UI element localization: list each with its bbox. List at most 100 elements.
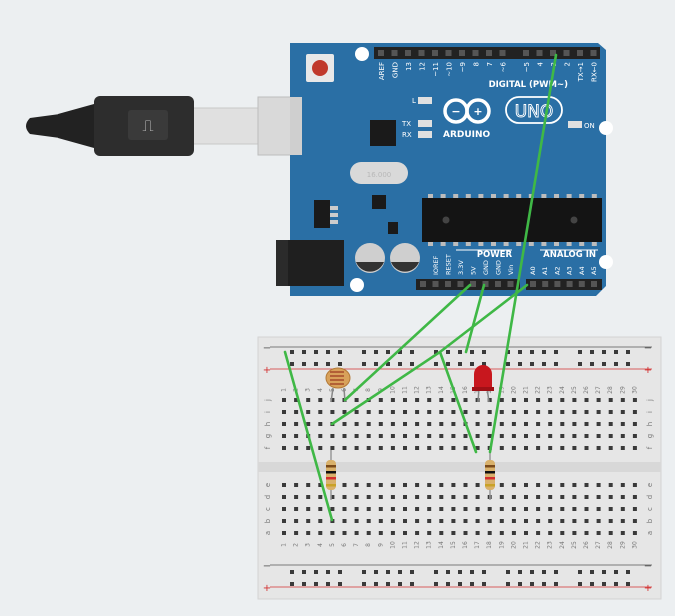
- header-pin[interactable]: [554, 281, 561, 287]
- breadboard-hole[interactable]: [390, 446, 395, 450]
- breadboard-hole[interactable]: [282, 422, 286, 426]
- header-pin[interactable]: [459, 50, 465, 56]
- breadboard-hole[interactable]: [518, 582, 522, 586]
- breadboard-hole[interactable]: [290, 362, 294, 366]
- breadboard-hole[interactable]: [354, 519, 359, 523]
- breadboard-hole[interactable]: [302, 362, 306, 366]
- breadboard-hole[interactable]: [366, 446, 371, 450]
- breadboard-hole[interactable]: [626, 582, 630, 586]
- header-pin[interactable]: [507, 281, 514, 287]
- breadboard-hole[interactable]: [403, 531, 407, 535]
- breadboard-hole[interactable]: [378, 398, 383, 402]
- breadboard-hole[interactable]: [374, 362, 378, 366]
- header-pin[interactable]: [418, 50, 425, 56]
- breadboard-hole[interactable]: [620, 446, 625, 450]
- breadboard-hole[interactable]: [415, 398, 420, 402]
- breadboard-hole[interactable]: [390, 422, 395, 426]
- breadboard-hole[interactable]: [620, 434, 625, 438]
- breadboard-hole[interactable]: [530, 582, 534, 586]
- breadboard[interactable]: −−++−−++ 1122334455667788991010111112121…: [257, 336, 662, 600]
- breadboard-hole[interactable]: [511, 446, 516, 450]
- breadboard-hole[interactable]: [602, 362, 606, 366]
- breadboard-hole[interactable]: [390, 495, 395, 499]
- breadboard-hole[interactable]: [548, 398, 553, 402]
- breadboard-hole[interactable]: [542, 350, 546, 354]
- header-pin[interactable]: [495, 281, 501, 287]
- breadboard-hole[interactable]: [482, 350, 486, 354]
- breadboard-hole[interactable]: [536, 410, 541, 414]
- breadboard-hole[interactable]: [632, 531, 637, 535]
- breadboard-hole[interactable]: [410, 362, 414, 366]
- breadboard-hole[interactable]: [330, 410, 335, 414]
- breadboard-hole[interactable]: [338, 570, 342, 574]
- breadboard-hole[interactable]: [596, 483, 601, 487]
- breadboard-hole[interactable]: [499, 446, 504, 450]
- breadboard-hole[interactable]: [386, 350, 390, 354]
- breadboard-hole[interactable]: [314, 362, 318, 366]
- breadboard-hole[interactable]: [602, 570, 606, 574]
- breadboard-hole[interactable]: [626, 362, 630, 366]
- breadboard-hole[interactable]: [548, 422, 553, 426]
- breadboard-hole[interactable]: [282, 531, 286, 535]
- breadboard-hole[interactable]: [475, 446, 480, 450]
- header-pin[interactable]: [420, 281, 426, 287]
- breadboard-hole[interactable]: [487, 422, 492, 426]
- breadboard-hole[interactable]: [342, 483, 347, 487]
- breadboard-hole[interactable]: [506, 362, 510, 366]
- breadboard-hole[interactable]: [463, 410, 468, 414]
- breadboard-hole[interactable]: [458, 570, 462, 574]
- breadboard-hole[interactable]: [608, 398, 613, 402]
- breadboard-hole[interactable]: [410, 570, 414, 574]
- breadboard-hole[interactable]: [403, 434, 407, 438]
- breadboard-hole[interactable]: [632, 446, 637, 450]
- breadboard-hole[interactable]: [330, 531, 335, 535]
- red-led[interactable]: [472, 365, 494, 403]
- breadboard-hole[interactable]: [306, 507, 311, 511]
- breadboard-hole[interactable]: [318, 495, 323, 499]
- breadboard-hole[interactable]: [446, 582, 450, 586]
- breadboard-hole[interactable]: [294, 531, 299, 535]
- breadboard-hole[interactable]: [282, 410, 286, 414]
- breadboard-hole[interactable]: [294, 519, 299, 523]
- breadboard-hole[interactable]: [427, 519, 432, 523]
- breadboard-hole[interactable]: [463, 507, 468, 511]
- breadboard-hole[interactable]: [584, 495, 589, 499]
- breadboard-hole[interactable]: [554, 350, 558, 354]
- breadboard-hole[interactable]: [354, 398, 359, 402]
- breadboard-hole[interactable]: [434, 362, 438, 366]
- breadboard-hole[interactable]: [499, 531, 504, 535]
- breadboard-hole[interactable]: [482, 582, 486, 586]
- breadboard-hole[interactable]: [632, 495, 637, 499]
- breadboard-hole[interactable]: [386, 362, 390, 366]
- breadboard-hole[interactable]: [560, 507, 565, 511]
- breadboard-hole[interactable]: [487, 507, 492, 511]
- breadboard-hole[interactable]: [518, 570, 522, 574]
- breadboard-hole[interactable]: [596, 422, 601, 426]
- breadboard-hole[interactable]: [511, 398, 516, 402]
- header-pin[interactable]: [550, 50, 556, 56]
- breadboard-hole[interactable]: [318, 446, 323, 450]
- breadboard-hole[interactable]: [584, 422, 589, 426]
- breadboard-hole[interactable]: [499, 434, 504, 438]
- breadboard-hole[interactable]: [318, 483, 323, 487]
- breadboard-hole[interactable]: [620, 507, 625, 511]
- breadboard-hole[interactable]: [572, 531, 577, 535]
- header-pin[interactable]: [457, 281, 464, 287]
- breadboard-hole[interactable]: [590, 362, 594, 366]
- breadboard-hole[interactable]: [475, 422, 480, 426]
- breadboard-hole[interactable]: [282, 446, 286, 450]
- breadboard-hole[interactable]: [439, 519, 444, 523]
- breadboard-hole[interactable]: [499, 495, 504, 499]
- breadboard-hole[interactable]: [578, 570, 582, 574]
- breadboard-hole[interactable]: [572, 507, 577, 511]
- breadboard-hole[interactable]: [536, 422, 541, 426]
- breadboard-hole[interactable]: [560, 483, 565, 487]
- breadboard-hole[interactable]: [560, 495, 565, 499]
- breadboard-hole[interactable]: [378, 531, 383, 535]
- breadboard-hole[interactable]: [427, 446, 432, 450]
- breadboard-hole[interactable]: [434, 582, 438, 586]
- breadboard-hole[interactable]: [427, 495, 432, 499]
- breadboard-hole[interactable]: [338, 350, 342, 354]
- wire[interactable]: [464, 283, 486, 354]
